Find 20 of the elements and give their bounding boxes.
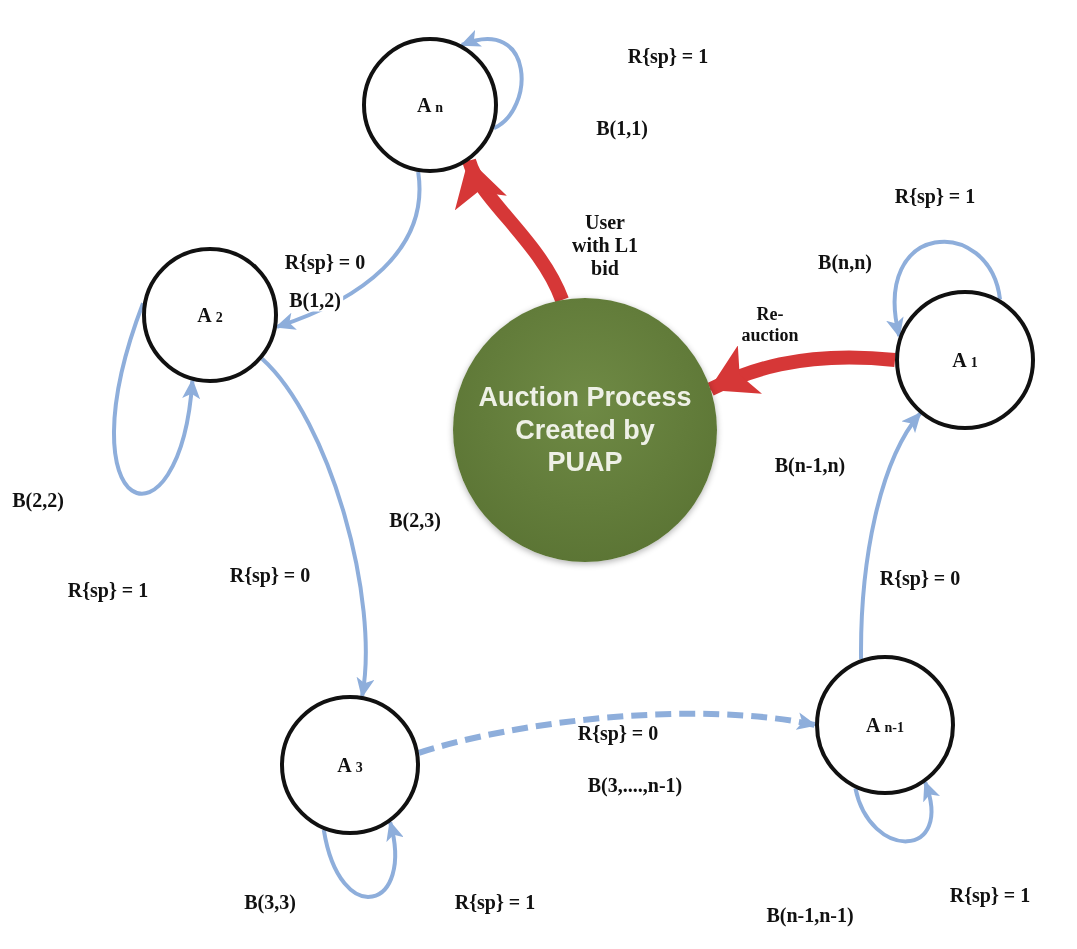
condition-label: R{sp} = 0: [879, 566, 961, 590]
transition-arrow: [859, 412, 922, 660]
transition-arrow: [887, 240, 1002, 339]
condition-label: R{sp} = 1: [949, 883, 1031, 907]
transition-arrow: [460, 31, 524, 130]
thick-arrow: [707, 345, 896, 396]
condition-label: R{sp} = 0: [229, 563, 311, 587]
transition-arrow: [418, 710, 817, 756]
condition-label: R{sp} = 1: [454, 890, 536, 914]
condition-label: R{sp} = 1: [67, 578, 149, 602]
transition-arrow: [260, 357, 374, 699]
condition-label: R{sp} = 0: [577, 721, 659, 745]
transition-arrow: [112, 302, 200, 496]
transition-arrow: [321, 820, 403, 899]
condition-label: R{sp} = 1: [627, 44, 709, 68]
condition-label: R{sp} = 1: [894, 184, 976, 208]
condition-label: R{sp} = 0: [284, 250, 366, 274]
transition-arrow: [853, 780, 939, 844]
process-label: Auction Process Created by PUAP: [477, 381, 693, 479]
transition-arrow: [275, 171, 422, 330]
